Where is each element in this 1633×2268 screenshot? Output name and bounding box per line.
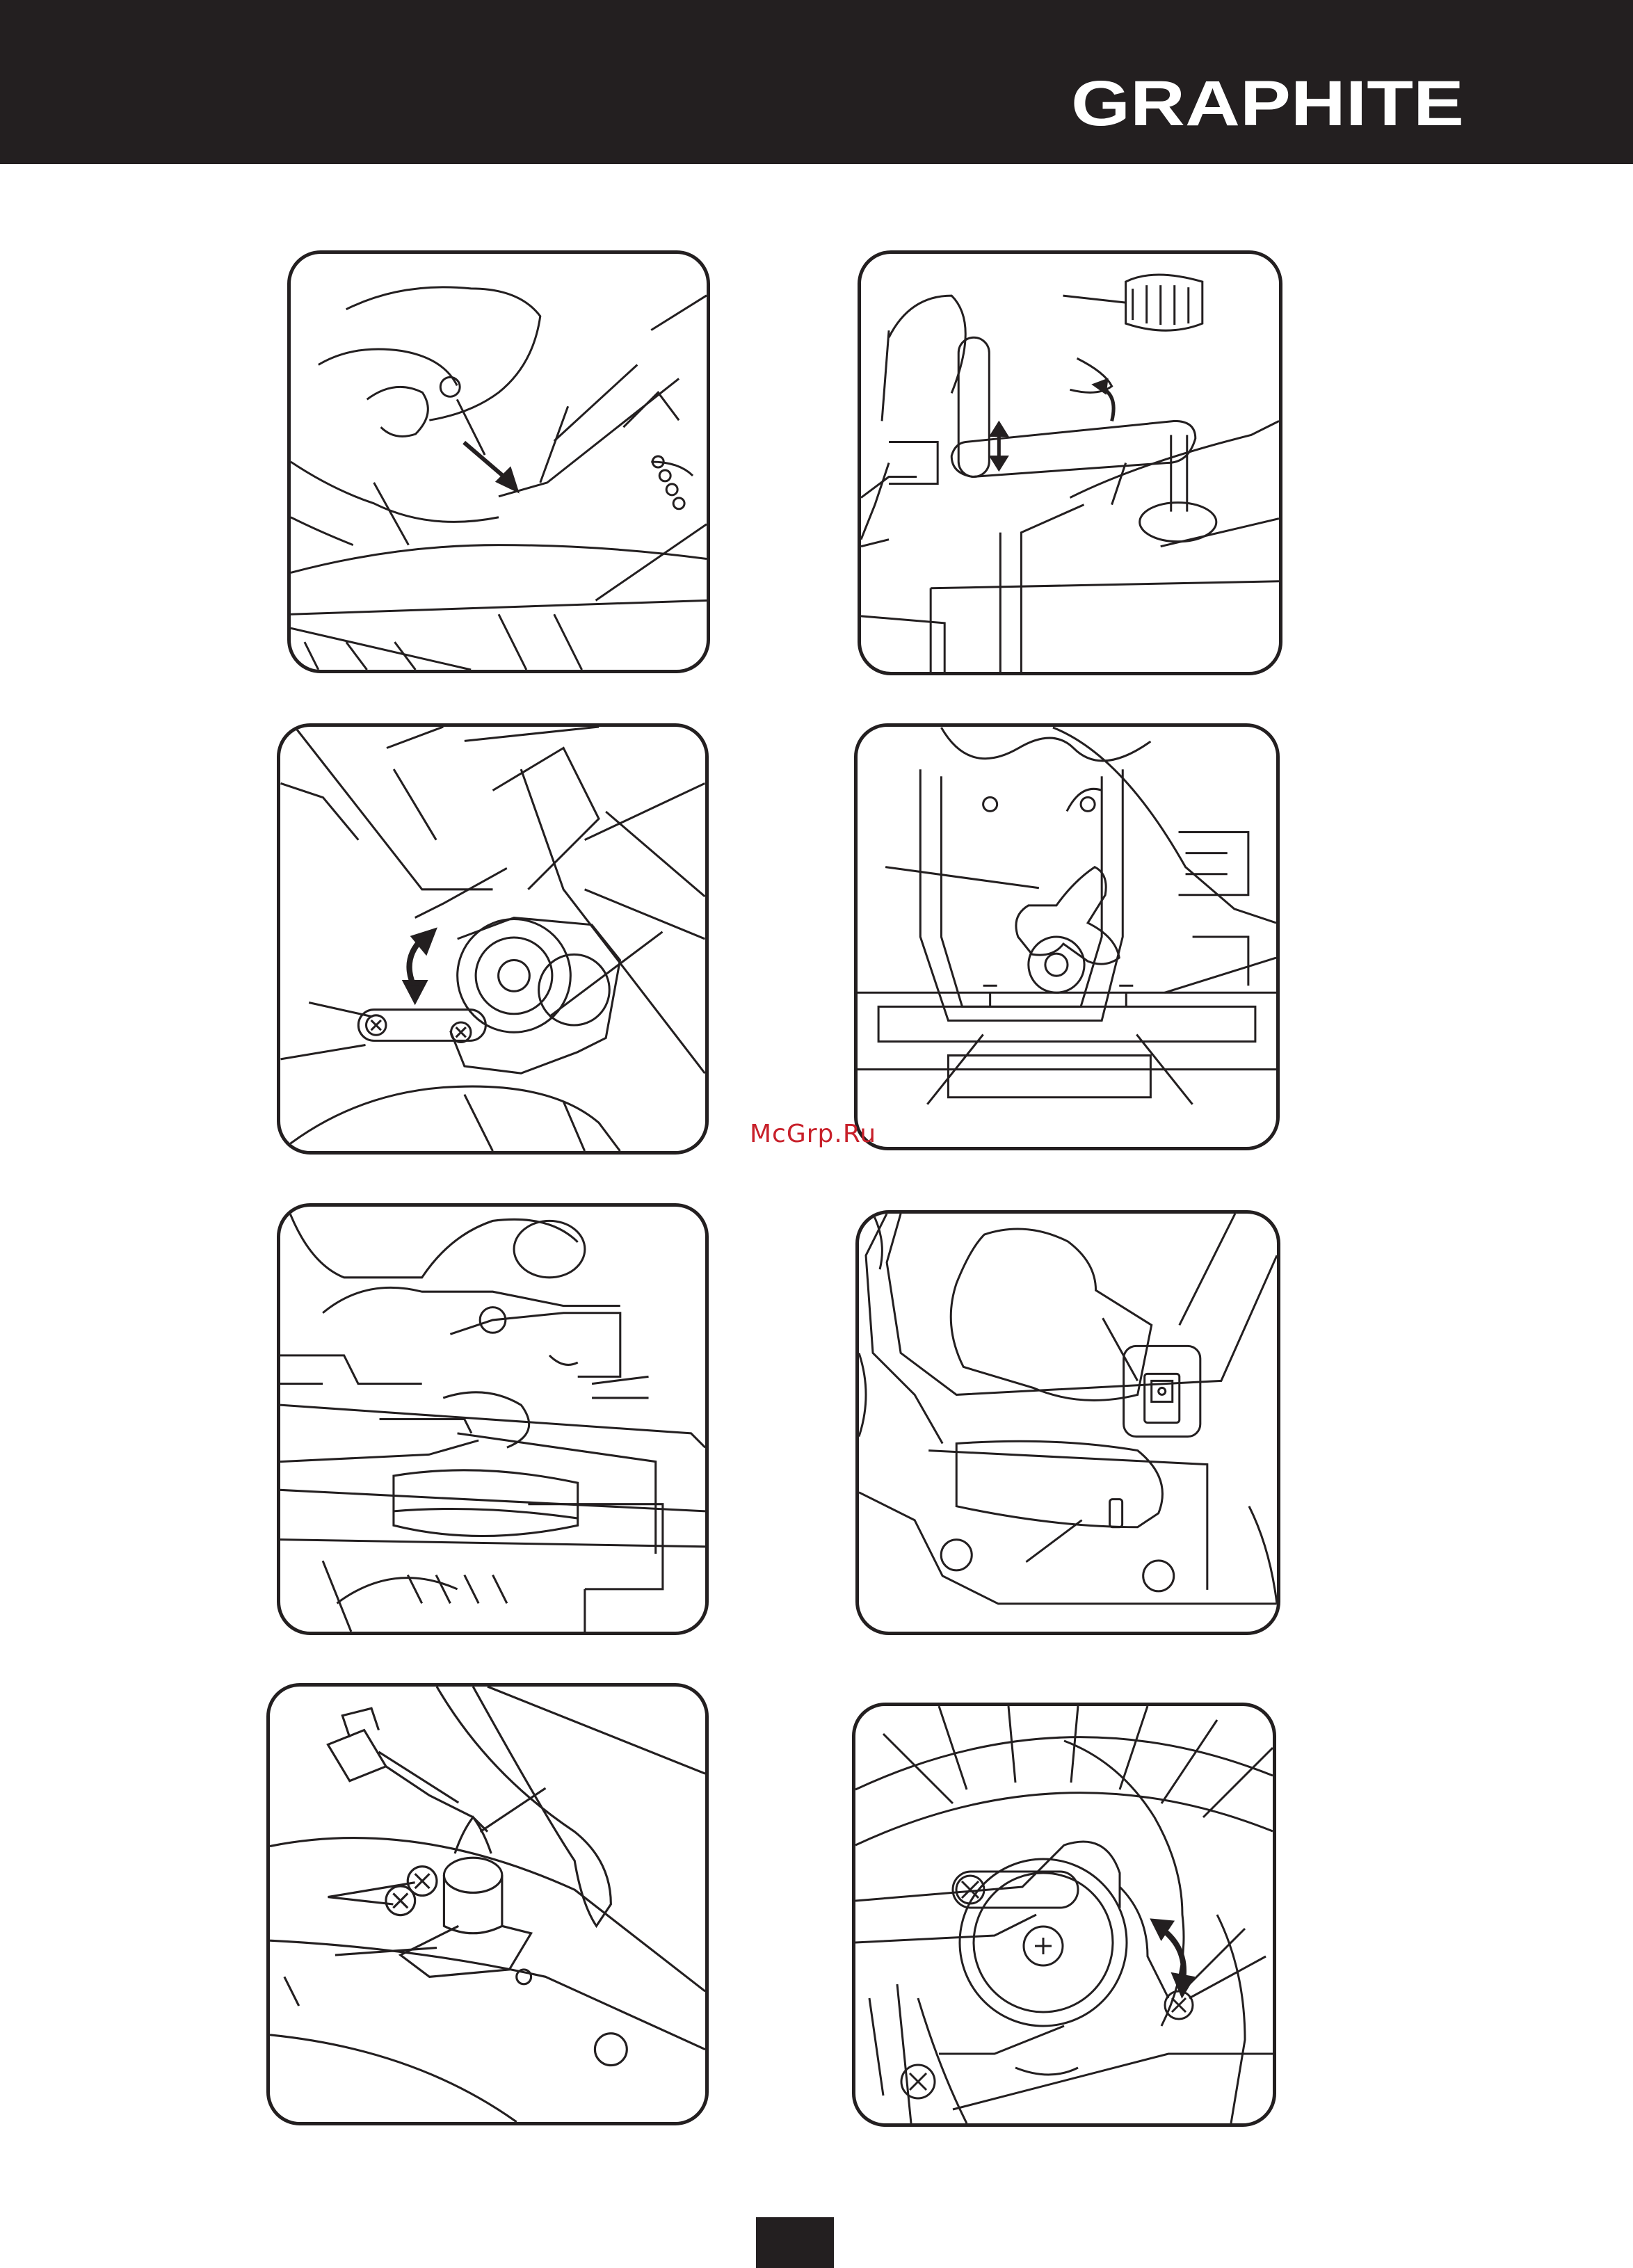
figure-6-illustration [859, 1214, 1277, 1632]
figure-8-illustration [855, 1706, 1273, 2123]
brand-text: GRAPHITE [1071, 70, 1464, 132]
figure-7-panel [266, 1683, 709, 2125]
page-header: GRAPHITE [0, 0, 1633, 164]
figure-7-illustration [270, 1687, 705, 2122]
figure-6-panel [855, 1210, 1280, 1635]
figure-3-panel [277, 723, 709, 1155]
figure-5-illustration [280, 1207, 705, 1632]
figure-3-illustration [280, 727, 705, 1151]
page-number-tab [756, 2217, 834, 2268]
figure-2-panel [858, 250, 1282, 675]
figure-5-panel [277, 1203, 709, 1635]
figure-1-illustration [291, 254, 707, 670]
figure-4-panel [854, 723, 1280, 1150]
figure-2-illustration [861, 254, 1279, 672]
figure-4-illustration [858, 727, 1276, 1147]
graphite-logo: GRAPHITE [1071, 70, 1467, 132]
figure-1-panel [287, 250, 710, 673]
watermark-text: McGrp.Ru [750, 1120, 876, 1148]
figure-8-panel [852, 1703, 1276, 2127]
